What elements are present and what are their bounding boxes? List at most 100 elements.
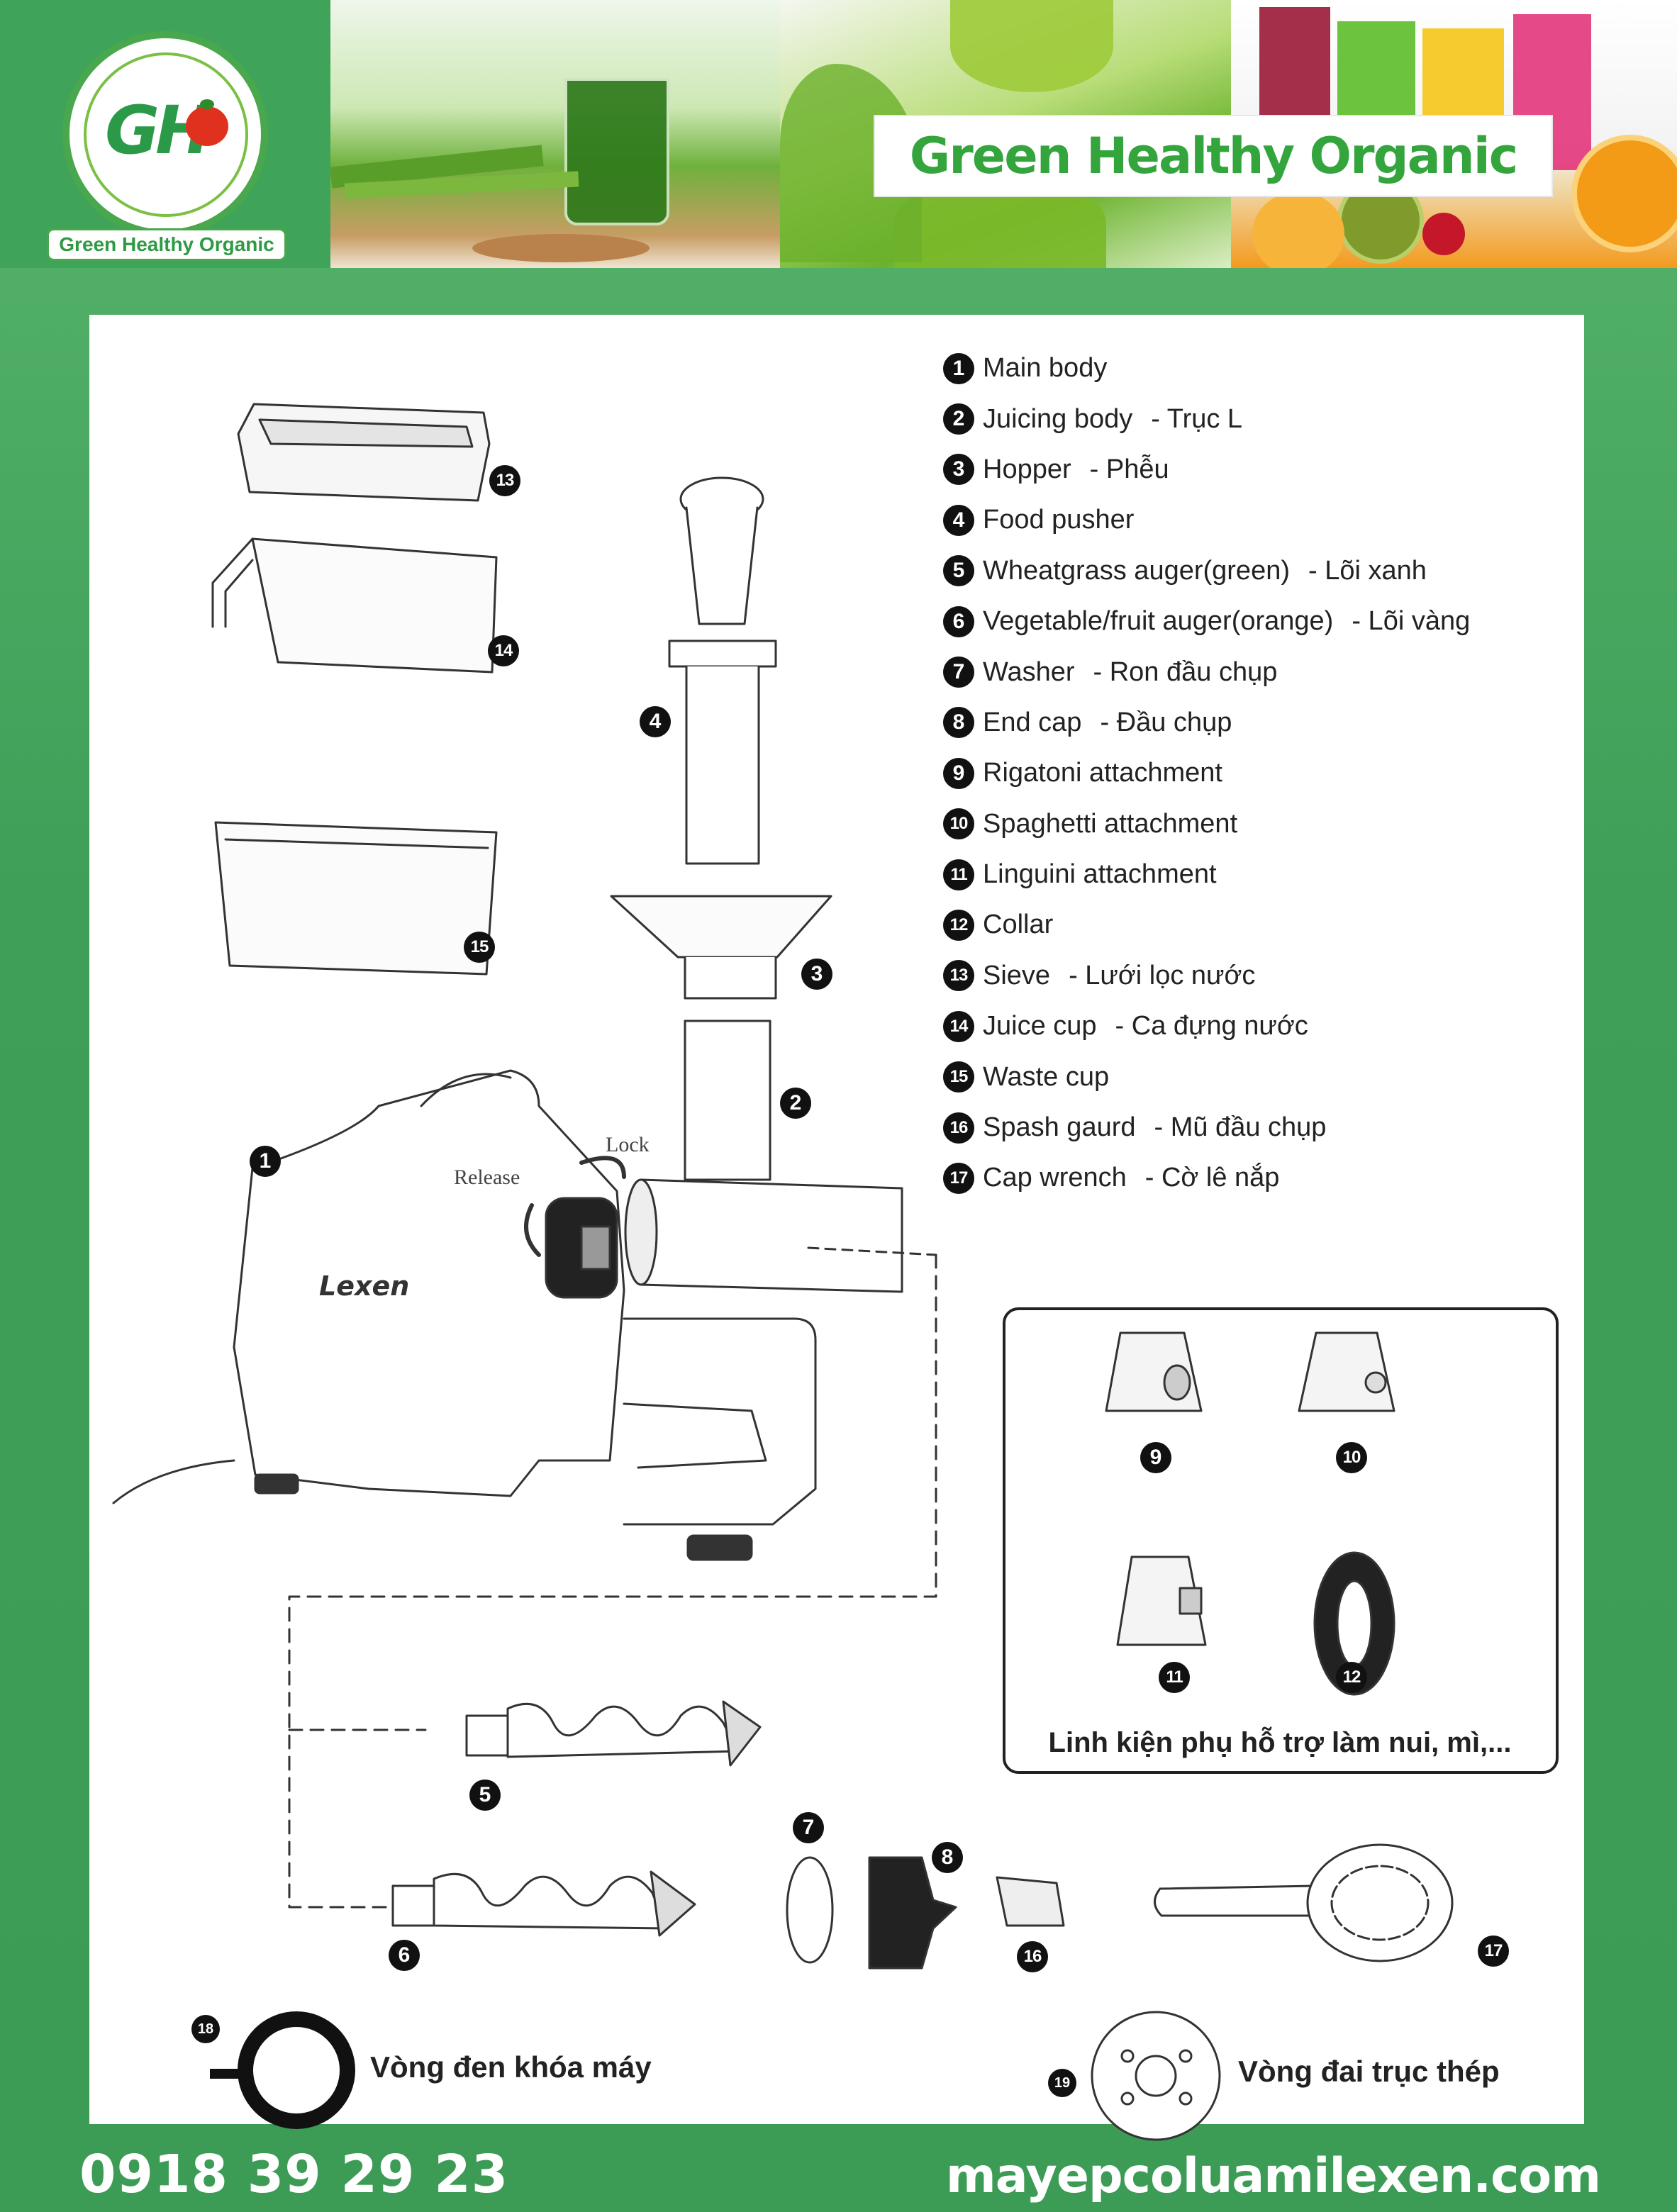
legend-vietnamese: - Lõi vàng <box>1352 606 1471 637</box>
callout-4: 4 <box>640 706 671 737</box>
callout-6: 6 <box>389 1940 420 1971</box>
callout-9: 9 <box>1140 1442 1171 1473</box>
legend-english: Spaghetti attachment <box>983 808 1238 839</box>
photo-wheatgrass <box>330 0 780 268</box>
legend-vietnamese: - Mũ đầu chụp <box>1154 1112 1327 1143</box>
machine-brand-label: Lexen <box>319 1270 410 1302</box>
callout-17: 17 <box>1478 1936 1509 1967</box>
logo: GH Green Healthy Organic <box>0 0 330 268</box>
logo-caption: Green Healthy Organic <box>47 228 286 261</box>
end-cap-drawing <box>868 1856 957 1970</box>
legend-number: 6 <box>943 605 974 637</box>
legend-number: 17 <box>943 1162 974 1194</box>
legend-number: 4 <box>943 504 974 536</box>
collar-drawing <box>1313 1551 1395 1696</box>
legend-vietnamese: - Trục L <box>1151 403 1243 434</box>
legend-vietnamese: - Ron đầu chụp <box>1093 657 1278 687</box>
legend-english: Wheatgrass auger(green) <box>983 555 1290 586</box>
legend-number: 10 <box>943 808 974 840</box>
legend-english: Washer <box>983 657 1075 687</box>
legend-item: 3 Hopper - Phễu <box>943 445 1581 495</box>
callout-1: 1 <box>250 1146 281 1177</box>
fruit-auger-drawing <box>391 1870 696 1937</box>
legend-number: 16 <box>943 1112 974 1144</box>
legend-english: Main body <box>983 353 1108 384</box>
legend-number: 7 <box>943 657 974 688</box>
cap-wrench-drawing <box>1154 1843 1454 1962</box>
legend-number: 8 <box>943 707 974 739</box>
legend-vietnamese: - Ca đựng nước <box>1115 1011 1308 1041</box>
callout-3: 3 <box>801 959 832 990</box>
legend-english: Cap wrench <box>983 1163 1127 1193</box>
legend-vietnamese: - Lưới lọc nước <box>1069 960 1256 990</box>
header: GH Green Healthy Organic Green Healthy O… <box>0 0 1677 268</box>
wheatgrass-auger-drawing <box>465 1700 762 1767</box>
legend-english: Food pusher <box>983 505 1135 535</box>
legend-item: 2 Juicing body - Trục L <box>943 393 1581 444</box>
callout-8: 8 <box>932 1842 963 1873</box>
legend-number: 9 <box>943 757 974 789</box>
legend-number: 5 <box>943 555 974 587</box>
legend-vietnamese: - Đầu chụp <box>1100 707 1232 737</box>
legend-item: 8 End cap - Đầu chụp <box>943 698 1581 748</box>
splash-guard-drawing <box>996 1876 1065 1927</box>
callout-19: 19 <box>1048 2069 1076 2097</box>
footer-website: mayepcoluamilexen.com <box>945 2148 1601 2204</box>
photo-celery-juice <box>780 0 1231 268</box>
legend-english: Spash gaurd <box>983 1112 1136 1143</box>
legend-item: 9 Rigatoni attachment <box>943 748 1581 798</box>
main-body-drawing <box>112 1069 817 1561</box>
legend-english: Juicing body <box>983 403 1133 434</box>
legend-item: 16 Spash gaurd - Mũ đầu chụp <box>943 1102 1581 1153</box>
legend-number: 12 <box>943 909 974 941</box>
legend-item: 7 Washer - Ron đầu chụp <box>943 647 1581 697</box>
legend-number: 13 <box>943 960 974 992</box>
callout-15: 15 <box>464 932 495 963</box>
footer-phone: 0918 39 29 23 <box>79 2144 509 2205</box>
callout-10: 10 <box>1336 1442 1367 1473</box>
legend-vietnamese: - Phễu <box>1089 454 1169 484</box>
lock-ring-drawing <box>210 2011 355 2129</box>
accessories-box <box>1003 1307 1559 1774</box>
legend-english: Linguini attachment <box>983 859 1217 890</box>
legend-number: 3 <box>943 454 974 486</box>
sieve-drawing <box>237 403 491 502</box>
linguini-attachment-drawing <box>1116 1555 1207 1646</box>
food-pusher-drawing <box>668 476 777 865</box>
legend-number: 11 <box>943 859 974 890</box>
release-label: Release <box>454 1166 520 1189</box>
callout-13: 13 <box>489 465 520 496</box>
legend-number: 2 <box>943 403 974 435</box>
legend-english: Hopper <box>983 454 1071 484</box>
tomato-icon <box>186 106 228 146</box>
part19-label: Vòng đai trục thép <box>1238 2055 1500 2088</box>
lock-label: Lock <box>606 1133 650 1156</box>
callout-18: 18 <box>191 2015 220 2043</box>
callout-2: 2 <box>780 1088 811 1119</box>
legend-item: 4 Food pusher <box>943 495 1581 545</box>
leaf-icon <box>200 99 214 109</box>
spaghetti-attachment-drawing <box>1298 1331 1395 1412</box>
part18-label: Vòng đen khóa máy <box>370 2050 652 2084</box>
legend-vietnamese: - Cờ lê nắp <box>1144 1163 1280 1193</box>
waste-cup-drawing <box>214 821 498 976</box>
legend-number: 14 <box>943 1010 974 1042</box>
callout-12: 12 <box>1336 1662 1367 1693</box>
juice-cup-drawing <box>211 537 498 674</box>
legend-english: End cap <box>983 707 1082 737</box>
legend-number: 15 <box>943 1061 974 1093</box>
washer-drawing <box>786 1856 834 1964</box>
legend-item: 11 Linguini attachment <box>943 849 1581 900</box>
legend-english: Rigatoni attachment <box>983 758 1222 788</box>
callout-11: 11 <box>1159 1662 1190 1693</box>
legend-item: 10 Spaghetti attachment <box>943 799 1581 849</box>
callout-16: 16 <box>1017 1941 1048 1972</box>
